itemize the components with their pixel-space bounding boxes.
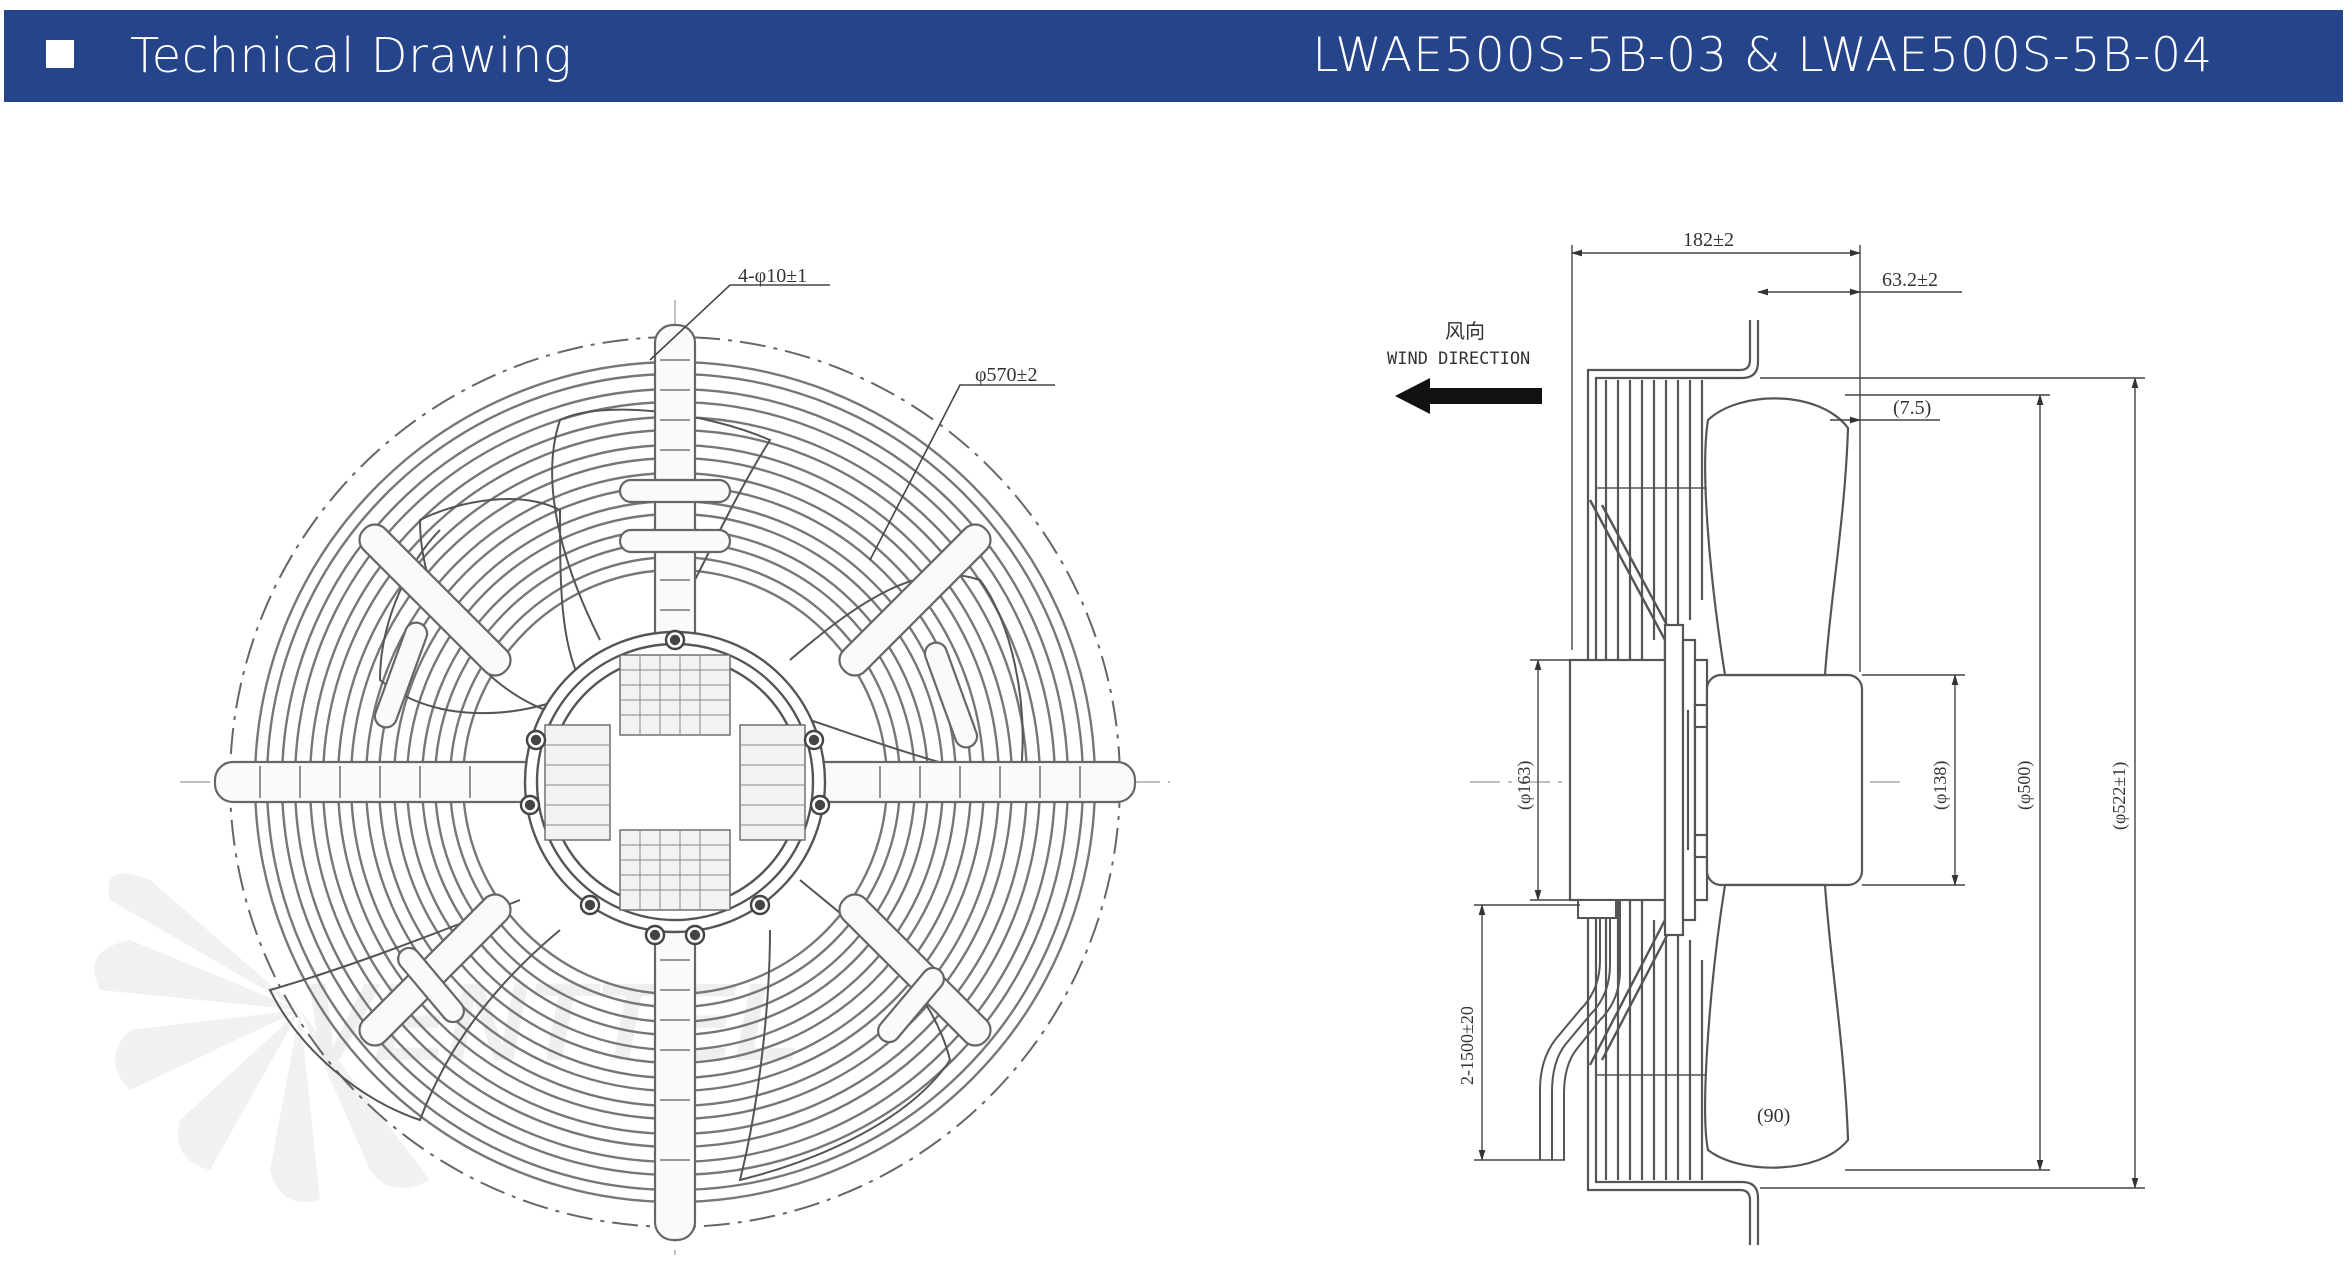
dim-blade-width: (90) (1757, 1105, 1790, 1127)
dim-depth: 182±2 (1683, 229, 1734, 251)
watermark-logo: VENTTEL (94, 873, 801, 1202)
dim-guard-diameter: φ570±2 (975, 364, 1038, 386)
wind-direction-arrow-icon (1395, 378, 1542, 414)
dim-blade-gap: (7.5) (1893, 397, 1931, 419)
dim-cable-length: 2-1500±20 (1457, 1006, 1477, 1085)
dim-mounting-holes: 4-φ10±1 (738, 265, 807, 287)
side-view (1395, 245, 2145, 1245)
dim-impeller-diameter: (φ500) (2014, 761, 2035, 810)
wind-label-en: WIND DIRECTION (1387, 349, 1530, 369)
dim-offset: 63.2±2 (1882, 269, 1938, 291)
model-number: LWAE500S-5B-03 & LWAE500S-5B-04 (1312, 28, 2213, 83)
header-bar: Technical Drawing LWAE500S-5B-03 & LWAE5… (4, 10, 2343, 102)
wind-label-cn: 风向 (1445, 319, 1485, 343)
dim-hub-diameter: (φ138) (1930, 761, 1951, 810)
dim-venturi-diameter: (φ522±1) (2109, 762, 2130, 830)
header-square-icon (46, 40, 74, 68)
dim-motor-diameter: (φ163) (1514, 761, 1535, 810)
front-view (180, 284, 1170, 1255)
page-title: Technical Drawing (130, 28, 573, 84)
